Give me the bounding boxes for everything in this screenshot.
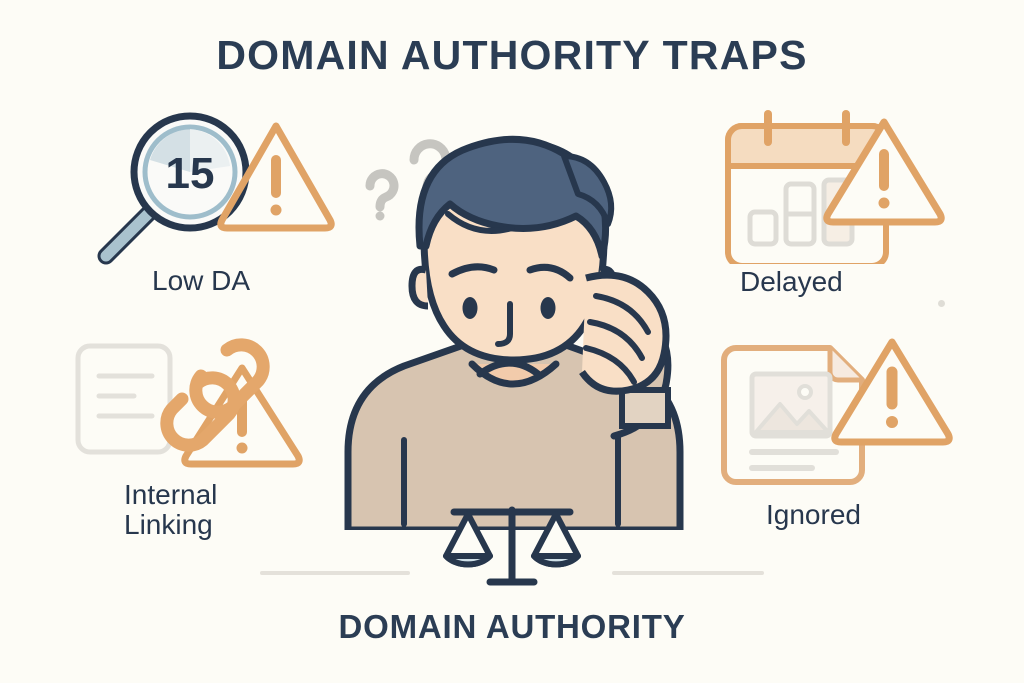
calendar-icon: [725, 110, 945, 264]
page-title: DOMAIN AUTHORITY TRAPS: [216, 32, 808, 78]
magnifier-score-value: 15: [166, 149, 215, 198]
warning-triangle-icon: [823, 118, 945, 226]
confused-person-illustration: [344, 135, 684, 530]
warning-triangle-icon: [831, 338, 953, 446]
trap-label-delayed: Delayed: [740, 266, 843, 297]
trap-label-low-da: Low DA: [152, 265, 251, 296]
decorative-dot: [938, 300, 945, 307]
image-document-icon: [721, 338, 953, 485]
balance-scale-icon: [443, 506, 581, 586]
divider-left: [260, 571, 410, 575]
footer-caption: DOMAIN AUTHORITY: [338, 608, 686, 645]
warning-triangle-icon: [217, 122, 335, 232]
trap-label-ignored: Ignored: [766, 499, 861, 530]
divider-right: [612, 571, 764, 575]
trap-label-internal-linking: Internal Linking: [124, 479, 218, 541]
magnifier-icon: 15: [97, 112, 335, 265]
chain-link-icon: [75, 338, 303, 468]
